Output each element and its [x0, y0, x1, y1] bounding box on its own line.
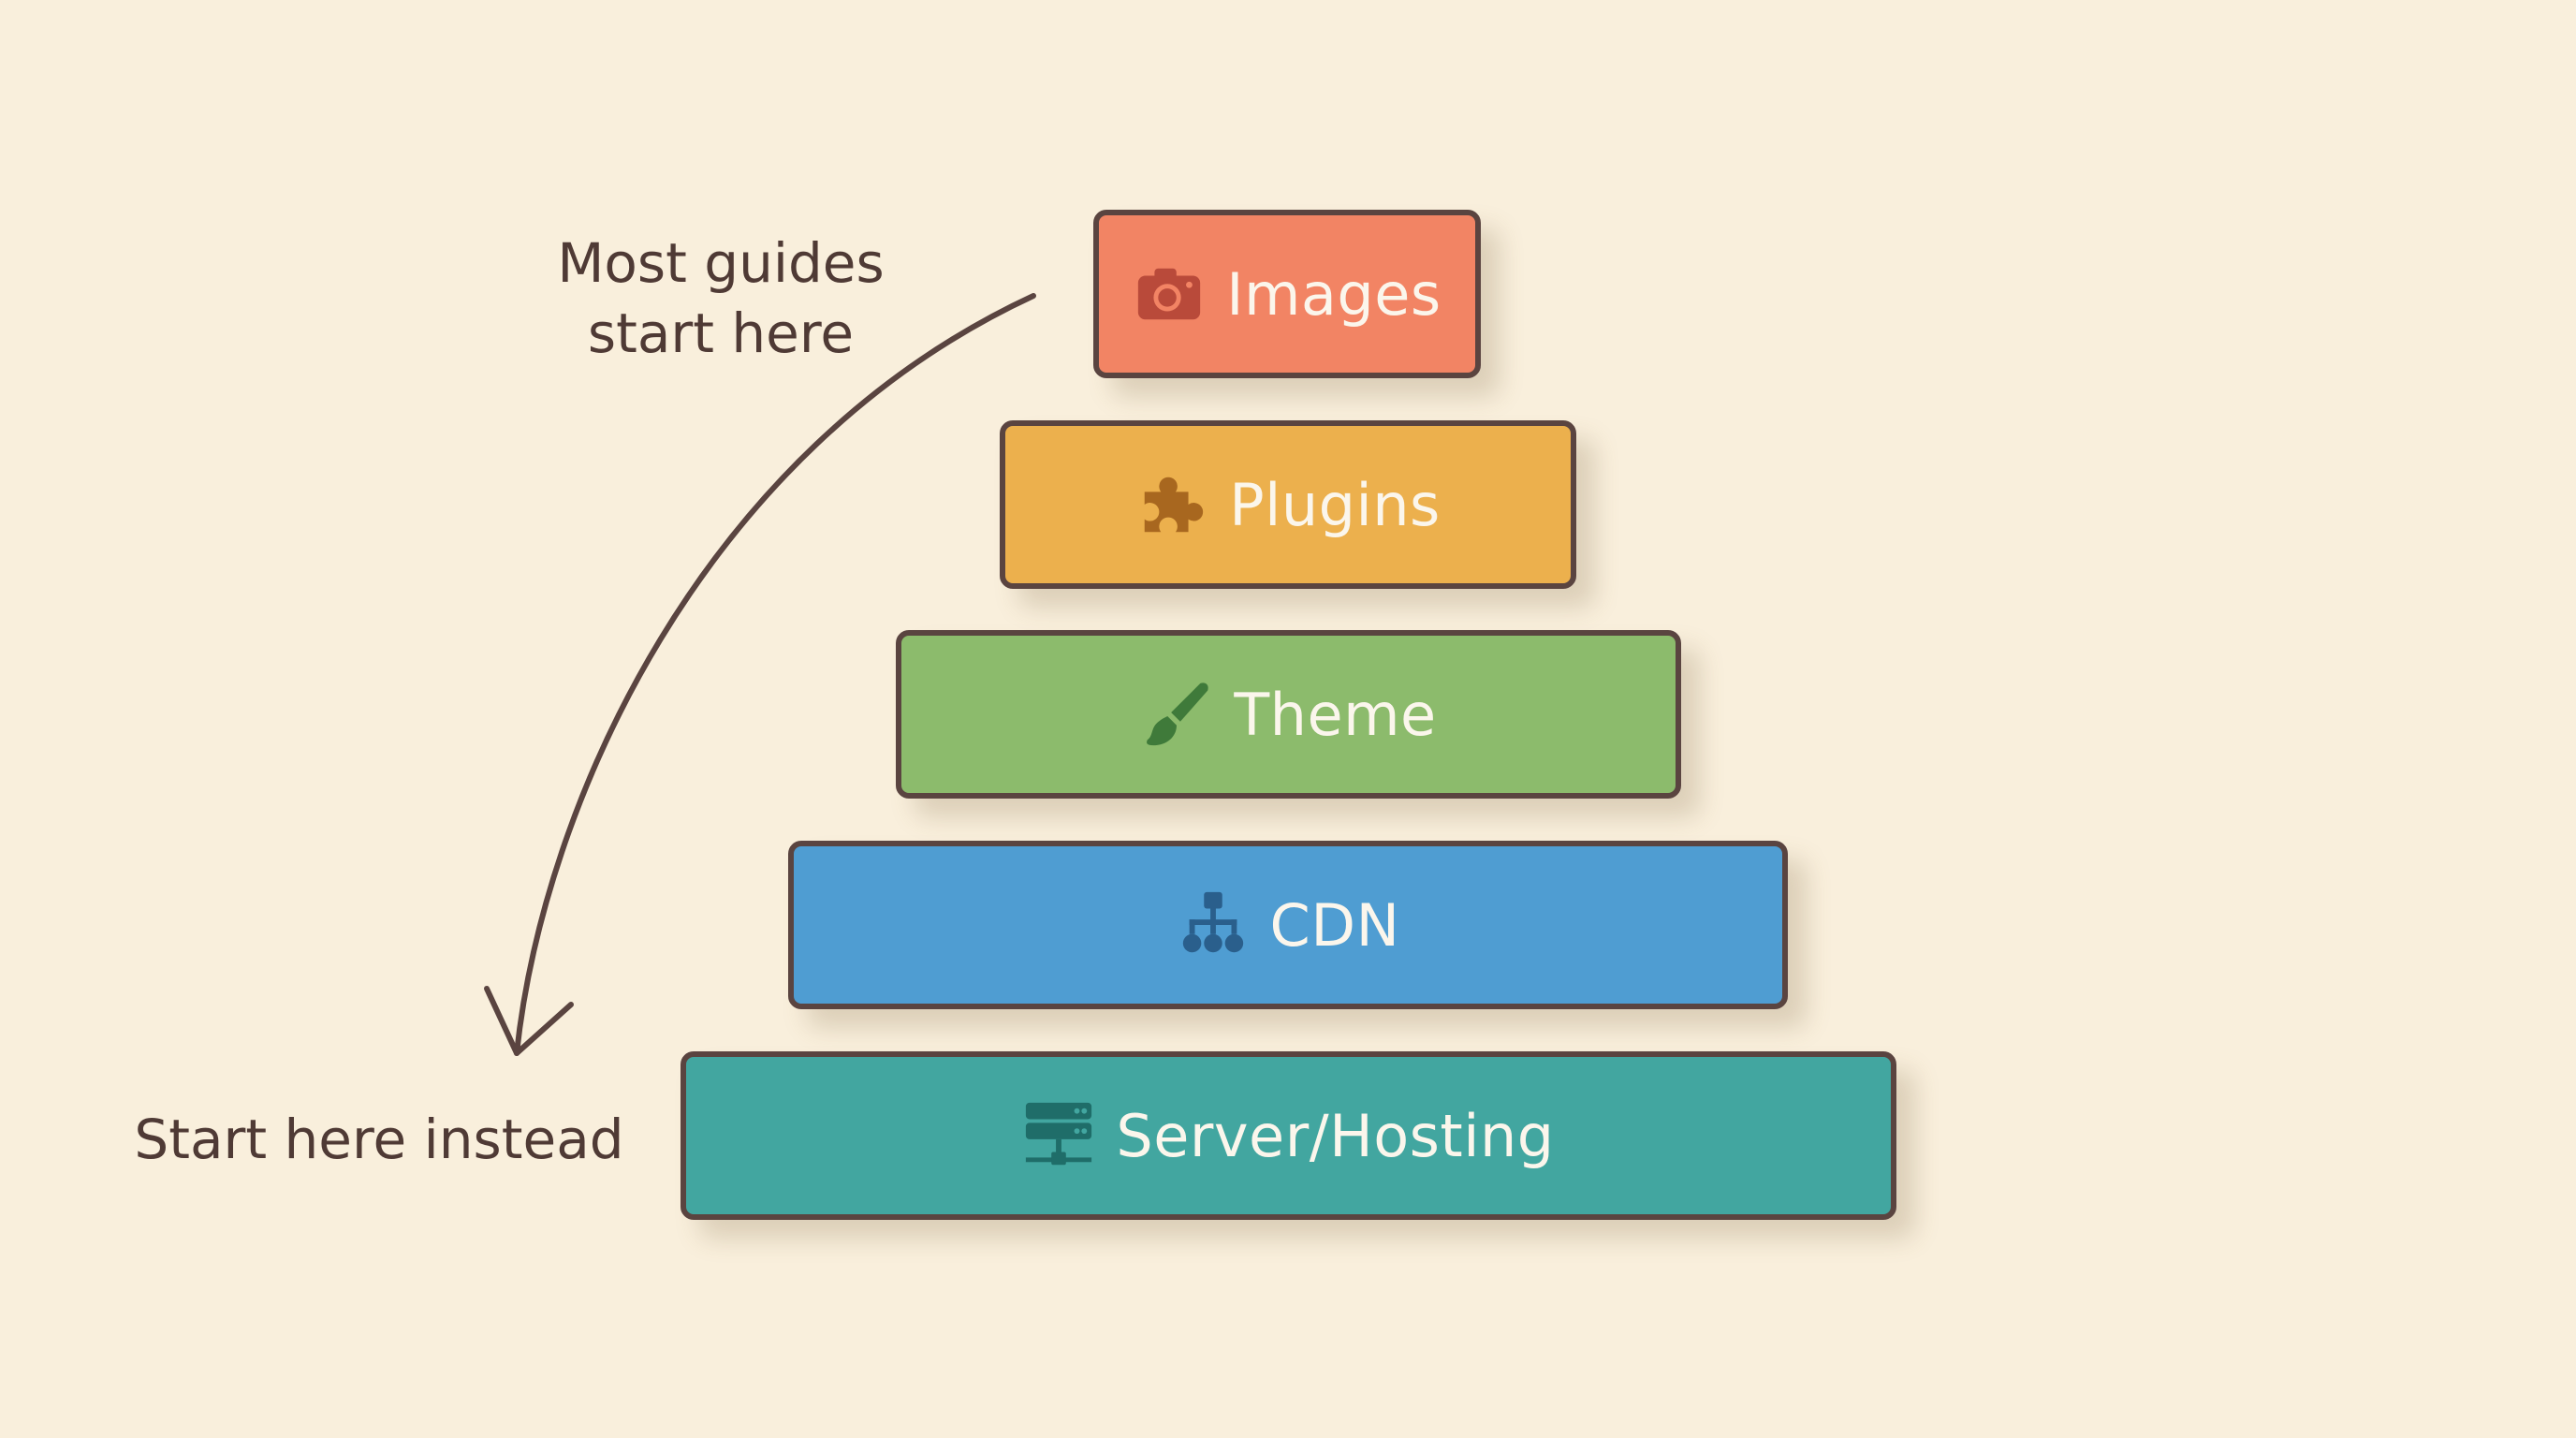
layer-server-hosting: Server/Hosting [681, 1051, 1896, 1220]
server-icon [1022, 1099, 1095, 1172]
layer-label: Images [1226, 259, 1442, 329]
layer-plugins: Plugins [1000, 420, 1576, 589]
note-most-guides: Most guides start here [524, 228, 917, 370]
puzzle-piece-icon [1135, 468, 1208, 541]
note-line: start here [587, 301, 855, 366]
layer-label: Theme [1234, 680, 1437, 749]
layer-theme: Theme [896, 630, 1681, 799]
layer-label: Server/Hosting [1116, 1101, 1555, 1170]
note-start-here: Start here instead [134, 1108, 624, 1171]
layer-label: CDN [1269, 890, 1400, 960]
note-line: Most guides [557, 231, 885, 295]
layer-cdn: CDN [788, 841, 1788, 1009]
camera-icon [1133, 257, 1206, 330]
paintbrush-icon [1140, 678, 1213, 751]
layer-images: Images [1093, 210, 1481, 378]
network-icon [1177, 888, 1250, 961]
layer-label: Plugins [1229, 470, 1441, 539]
